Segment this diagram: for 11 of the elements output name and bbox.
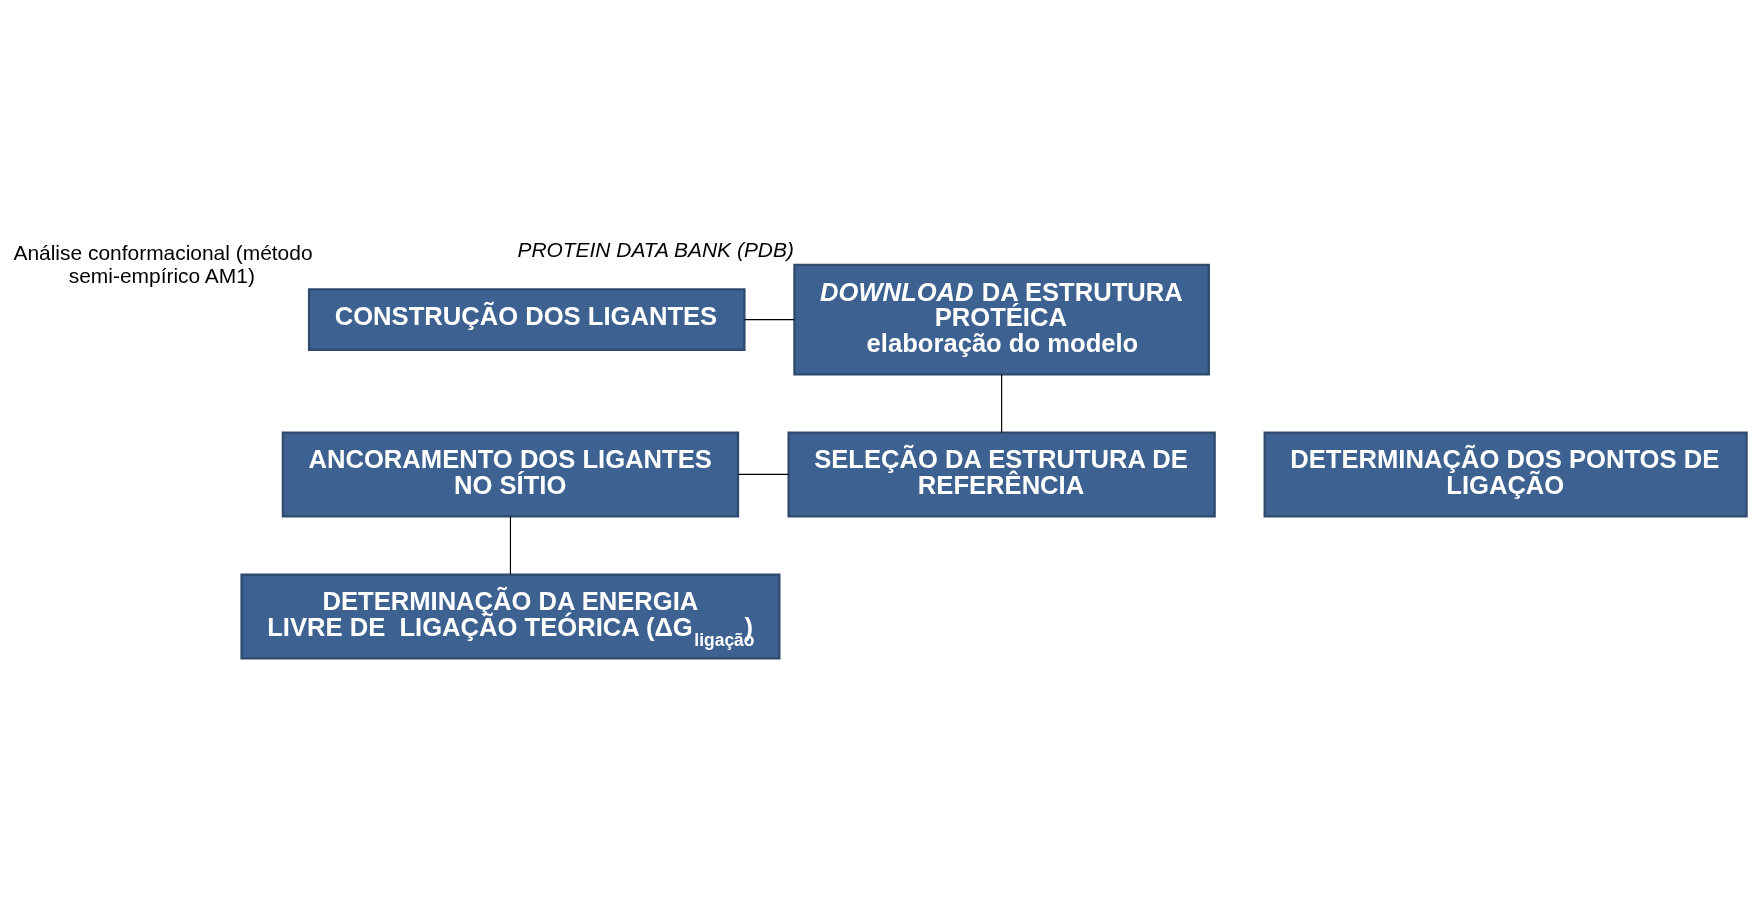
connector	[737, 473, 789, 475]
node-box: CONSTRUÇÃO DOS LIGANTES	[307, 287, 746, 351]
node-box: SELEÇÃO DA ESTRUTURA DE REFERÊNCIA	[787, 430, 1216, 517]
node-box: DOWNLOAD DA ESTRUTURA PROTÉICA elaboração do modelo	[793, 263, 1210, 375]
connector	[509, 515, 512, 575]
node-box: ANCORAMENTO DOS LIGANTES NO SÍTIO	[281, 430, 740, 517]
connector	[1001, 373, 1003, 433]
node-box: DETERMINAÇÃO DOS PONTOS DE LIGAÇÃO	[1263, 430, 1748, 517]
connector	[744, 318, 795, 320]
node-label: Análise conformacional (método semi-empírico AM1)	[13, 240, 313, 287]
node-label: PROTEIN DATA BANK (PDB)	[517, 237, 794, 261]
